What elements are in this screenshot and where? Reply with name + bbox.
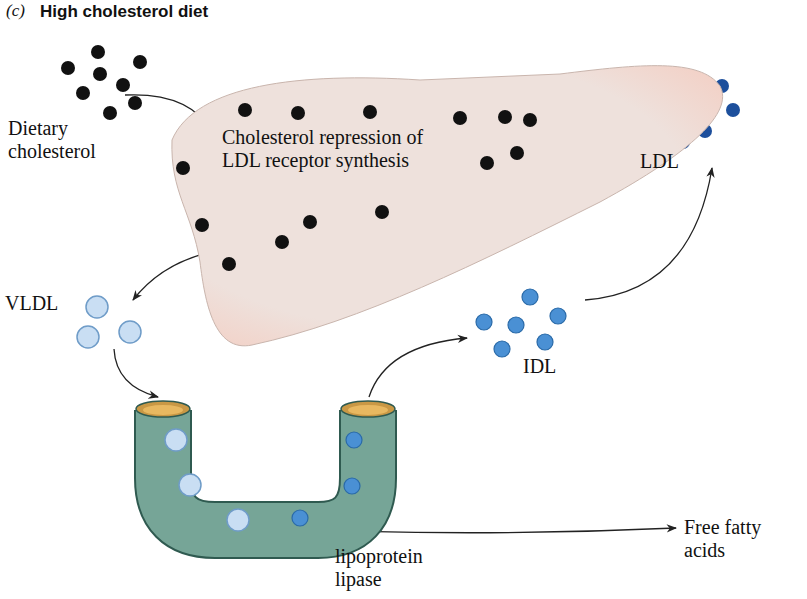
blood-vessel: lipoprotein lipase — [128, 393, 500, 595]
node-label: Dietary cholesterol — [8, 117, 133, 163]
node-label: Cholesterol repression of LDL receptor s… — [222, 126, 437, 172]
liver-organ: Cholesterol repression of LDL receptor s… — [165, 56, 737, 356]
idl-dots — [476, 289, 566, 357]
product-label: Free fatty acids — [684, 516, 794, 562]
dietary-dots — [61, 45, 147, 120]
flow-arrow — [114, 349, 158, 397]
node-label: IDL — [523, 355, 573, 378]
vldl-cluster: VLDL — [2, 288, 162, 350]
node-label: VLDL — [5, 292, 75, 315]
figure-title: High cholesterol diet — [40, 2, 208, 22]
blood-vessel-shape — [128, 393, 500, 593]
vldl-dots — [77, 296, 141, 348]
ldl-cluster: LDL — [635, 72, 750, 177]
idl-cluster: IDL — [466, 285, 581, 382]
cholesterol-source: Dietary cholesterol — [5, 38, 155, 178]
flow-arrow — [369, 338, 467, 397]
node-label: LDL — [640, 150, 700, 173]
node-label: lipoprotein lipase — [335, 545, 465, 591]
panel-letter: (c) — [6, 1, 46, 21]
liver-organ-shape — [165, 56, 737, 356]
